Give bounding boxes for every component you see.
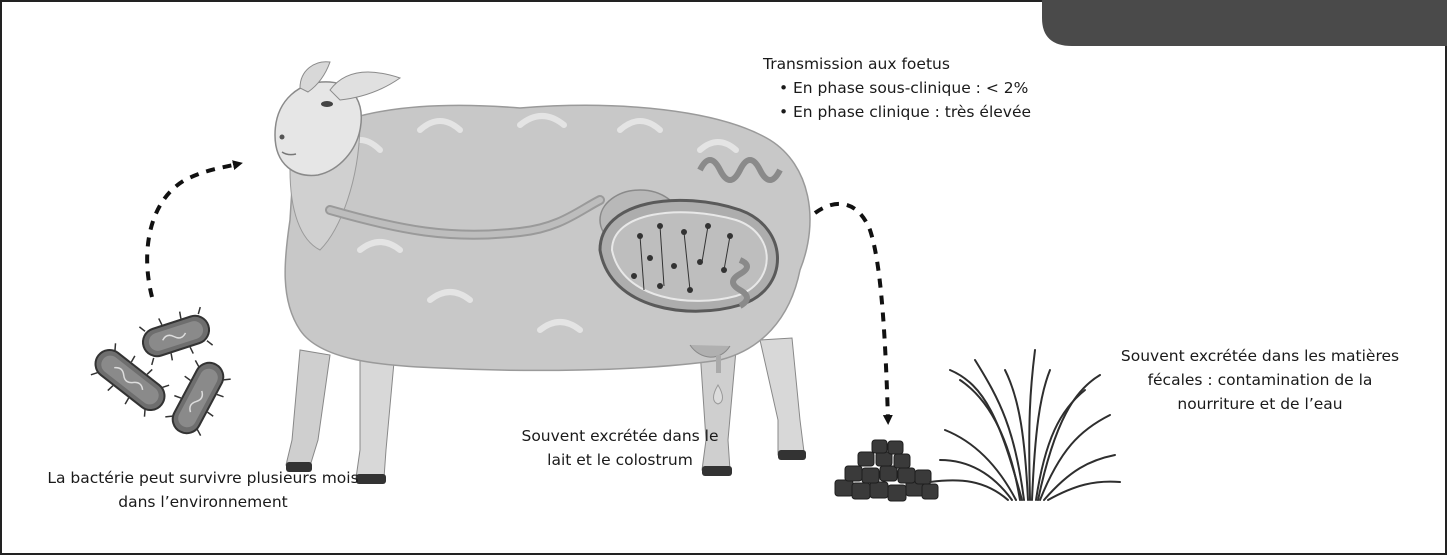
arrow-sheep-to-feces [815,204,888,420]
milk-caption: Souvent excrétée dans le lait et le colo… [500,424,740,472]
transmission-block: Transmission aux foetus En phase sous-cl… [763,52,1031,124]
transmission-title: Transmission aux foetus [763,52,1031,76]
feces-caption-line1: Souvent excrétée dans les matières [1085,344,1435,368]
feces-pile [835,440,938,501]
feces-caption-line2: fécales : contamination de la [1085,368,1435,392]
bacteria-illustration [85,305,235,442]
sheep-illustration [275,62,810,484]
feces-caption: Souvent excrétée dans les matières fécal… [1085,344,1435,416]
bacteria-caption: La bactérie peut survivre plusieurs mois… [18,466,388,514]
transmission-item-clinical: En phase clinique : très élevée [779,100,1031,124]
bacteria-caption-line2: dans l’environnement [18,490,388,514]
arrow-bacteria-to-sheep [147,164,238,297]
milk-caption-line2: lait et le colostrum [500,448,740,472]
corner-tab [1042,0,1447,46]
feces-caption-line3: nourriture et de l’eau [1085,392,1435,416]
milk-caption-line1: Souvent excrétée dans le [500,424,740,448]
bacteria-caption-line1: La bactérie peut survivre plusieurs mois [18,466,388,490]
transmission-list: En phase sous-clinique : < 2% En phase c… [763,76,1031,124]
transmission-item-subclinical: En phase sous-clinique : < 2% [779,76,1031,100]
